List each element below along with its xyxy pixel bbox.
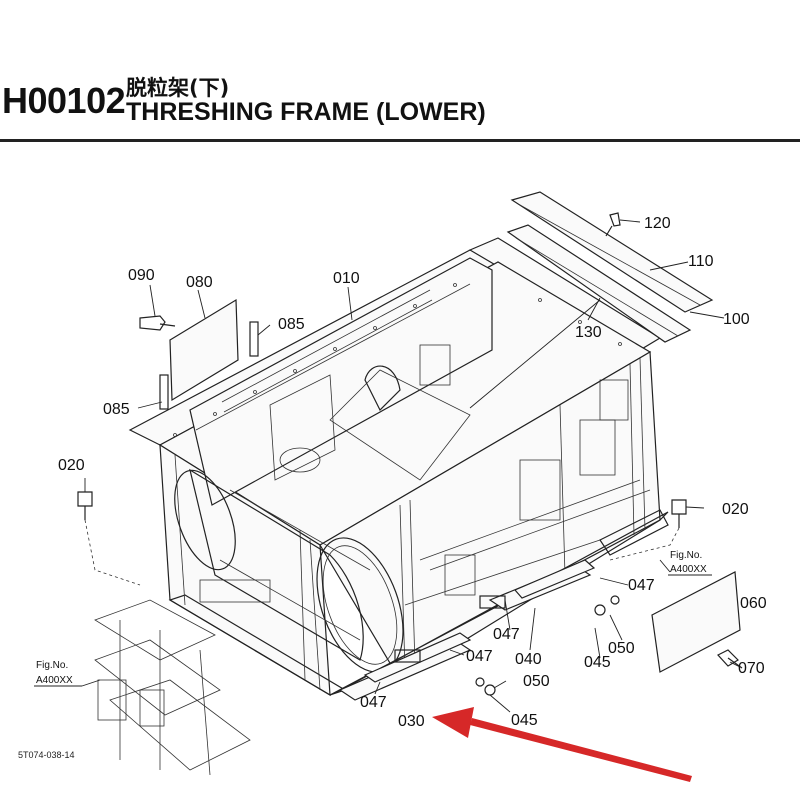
fig-ref-left-line1: Fig.No. — [36, 660, 68, 671]
callout-045-a: 045 — [584, 654, 611, 671]
callout-010: 010 — [333, 270, 360, 287]
fig-ref-right: Fig.No. A400XX — [668, 550, 712, 576]
document-id: 5T074-038-14 — [18, 750, 75, 760]
lower-left-subframe — [94, 599, 251, 776]
parts-100-110-130-top-cover — [506, 191, 714, 343]
leader-lines — [84, 219, 741, 713]
bottom-trays — [338, 559, 620, 701]
callout-020-left: 020 — [58, 457, 85, 474]
header: H00102 脱粒架(下) THRESHING FRAME (LOWER) — [0, 70, 800, 142]
title-english: THRESHING FRAME (LOWER) — [126, 98, 486, 126]
callout-labels: 010 020 020 030 040 045 045 047 047 047 … — [58, 215, 767, 730]
callout-047-b: 047 — [493, 626, 520, 643]
callout-085-a: 085 — [278, 316, 305, 333]
callout-047-d: 047 — [360, 694, 387, 711]
fig-ref-right-line2: A400XX — [670, 564, 707, 575]
callout-060: 060 — [740, 595, 767, 612]
indicator-arrow — [432, 707, 692, 782]
callout-050-b: 050 — [523, 673, 550, 690]
fig-ref-right-line1: Fig.No. — [670, 550, 702, 561]
header-divider — [0, 139, 800, 142]
callout-120: 120 — [644, 215, 671, 232]
callout-080: 080 — [186, 274, 213, 291]
callout-090: 090 — [128, 267, 155, 284]
callout-070: 070 — [738, 660, 765, 677]
callout-020-right: 020 — [722, 501, 749, 518]
diagram-code: H00102 — [2, 80, 126, 121]
callout-100: 100 — [723, 311, 750, 328]
fig-ref-left: Fig.No. A400XX — [34, 660, 101, 687]
upper-inner-wheel — [279, 365, 401, 473]
callout-047-a: 047 — [628, 577, 655, 594]
callout-050-a: 050 — [608, 640, 635, 657]
callout-040: 040 — [515, 651, 542, 668]
callout-110: 110 — [688, 253, 714, 270]
threshing-frame-body — [128, 237, 669, 697]
part-060-plate — [651, 571, 743, 673]
title-chinese: 脱粒架(下) — [126, 76, 230, 100]
fig-ref-left-line2: A400XX — [36, 675, 73, 686]
callout-030: 030 — [398, 713, 425, 730]
callout-085-b: 085 — [103, 401, 130, 418]
part-080-plate — [139, 298, 259, 410]
part-020-bolts — [77, 491, 687, 586]
callout-047-c: 047 — [466, 648, 493, 665]
callout-130: 130 — [575, 324, 602, 341]
callout-045-b: 045 — [511, 712, 538, 729]
